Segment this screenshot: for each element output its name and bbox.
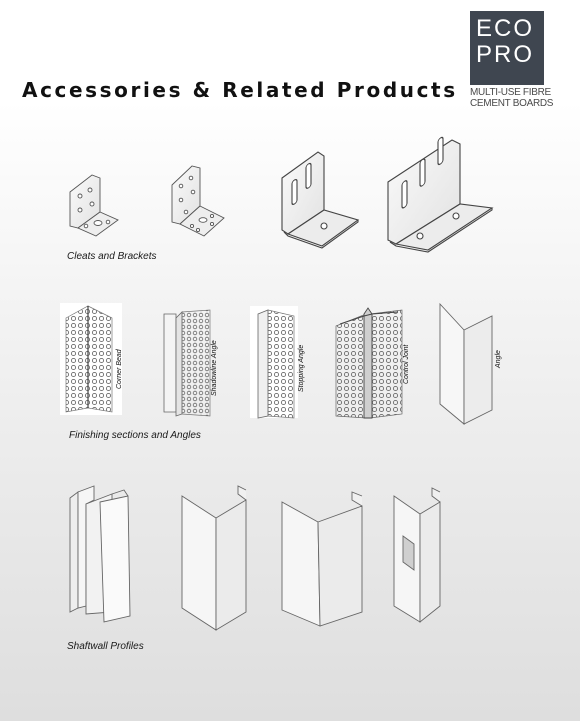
logo-text-eco: ECO: [476, 15, 535, 42]
shadowline-angle-illustration: [163, 309, 211, 417]
cleat-bracket-medium: [171, 165, 225, 237]
page-title: Accessories & Related Products: [22, 78, 458, 102]
label-corner-bead: Corner Bead: [116, 349, 123, 389]
shaftwall-profile-4: [393, 487, 441, 623]
cleat-bracket-slotted: [281, 151, 360, 249]
corner-bead-illustration: [60, 303, 122, 415]
shaftwall-profile-3: [281, 491, 363, 627]
label-angle: Angle: [495, 350, 502, 368]
caption-cleats-and-brackets: Cleats and Brackets: [67, 251, 157, 262]
caption-finishing-sections: Finishing sections and Angles: [69, 430, 201, 441]
shaftwall-profile-2: [181, 485, 247, 631]
ecopro-logo: ECO PRO: [470, 11, 544, 85]
logo-tagline-2: CEMENT BOARDS: [470, 98, 554, 109]
label-shadowline-angle: Shadowline Angle: [211, 340, 218, 396]
shaftwall-profile-1: [69, 485, 131, 623]
label-control-joint: Control Joint: [403, 344, 410, 384]
angle-illustration: [439, 302, 493, 425]
cleat-bracket-large: [387, 136, 494, 253]
cleat-bracket-small: [69, 174, 119, 237]
stopping-angle-illustration: [250, 306, 298, 419]
label-stopping-angle: Stopping Angle: [298, 344, 305, 392]
caption-shaftwall-profiles: Shaftwall Profiles: [67, 641, 144, 652]
logo-text-pro: PRO: [476, 41, 535, 68]
logo-tagline-1: MULTI-USE FIBRE: [470, 87, 551, 98]
control-joint-illustration: [335, 307, 403, 419]
